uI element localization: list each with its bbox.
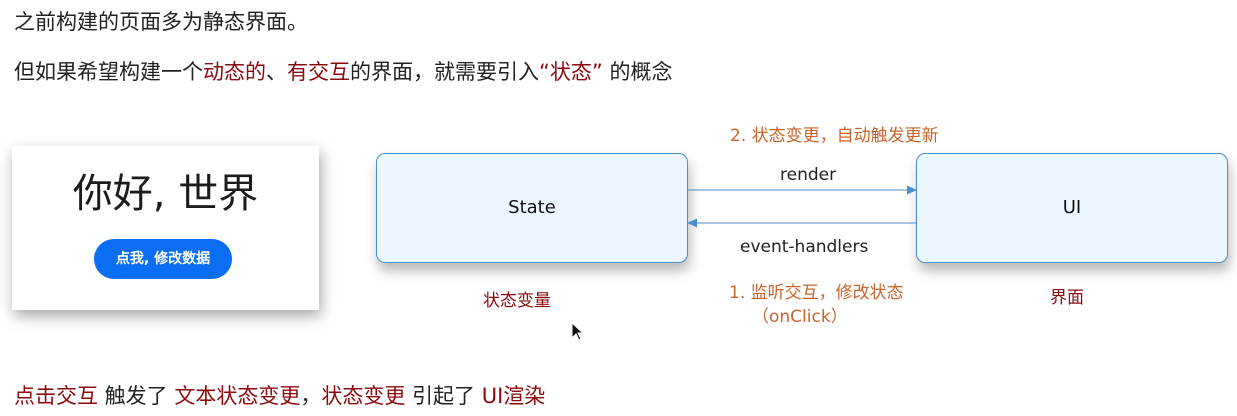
state-box: State [376,153,688,263]
intro-highlight-state: “状态” [539,60,603,84]
state-variable-caption: 状态变量 [483,291,551,311]
summary-line: 点击交互 触发了 文本状态变更，状态变更 引起了 UI渲染 [14,382,545,410]
summary-text-state-change: 文本状态变更 [174,384,301,408]
demo-title: 你好, 世界 [72,171,259,217]
step-2-annotation: 2. 状态变更，自动触发更新 [730,126,939,146]
intro-line-2: 但如果希望构建一个动态的、有交互的界面，就需要引入“状态” 的概念 [14,58,672,86]
summary-ui-render: UI渲染 [481,384,546,408]
render-arrowhead [907,185,917,195]
summary-click-interaction: 点击交互 [14,384,98,408]
step-1-annotation: 1. 监听交互，修改状态 [729,283,904,303]
intro-highlight-interactive: 有交互 [287,60,350,84]
summary-state-change: 状态变更 [321,384,406,408]
summary-part: 触发了 [98,384,175,408]
event-handlers-label: event-handlers [740,237,869,257]
mouse-cursor-icon [571,322,585,341]
step-1-onclick: （onClick） [752,307,848,327]
intro-highlight-dynamic: 动态的 [203,60,266,84]
ui-box: UI [916,153,1228,263]
summary-part: 引起了 [405,384,482,408]
demo-app-card: 你好, 世界 点我, 修改数据 [12,146,319,310]
intro-line-1-text: 之前构建的页面多为静态界面。 [14,10,308,34]
intro-line-2-part: 、 [266,60,287,84]
ui-caption: 界面 [1050,288,1084,308]
intro-line-2-part: 但如果希望构建一个 [14,60,203,84]
intro-line-2-part: 的界面，就需要引入 [350,60,539,84]
summary-part: ， [300,384,322,408]
intro-line-1: 之前构建的页面多为静态界面。 [14,8,308,36]
intro-line-2-part: 的概念 [602,60,673,84]
modify-data-button[interactable]: 点我, 修改数据 [94,239,232,279]
event-arrowhead [687,218,697,228]
render-label: render [780,165,837,185]
